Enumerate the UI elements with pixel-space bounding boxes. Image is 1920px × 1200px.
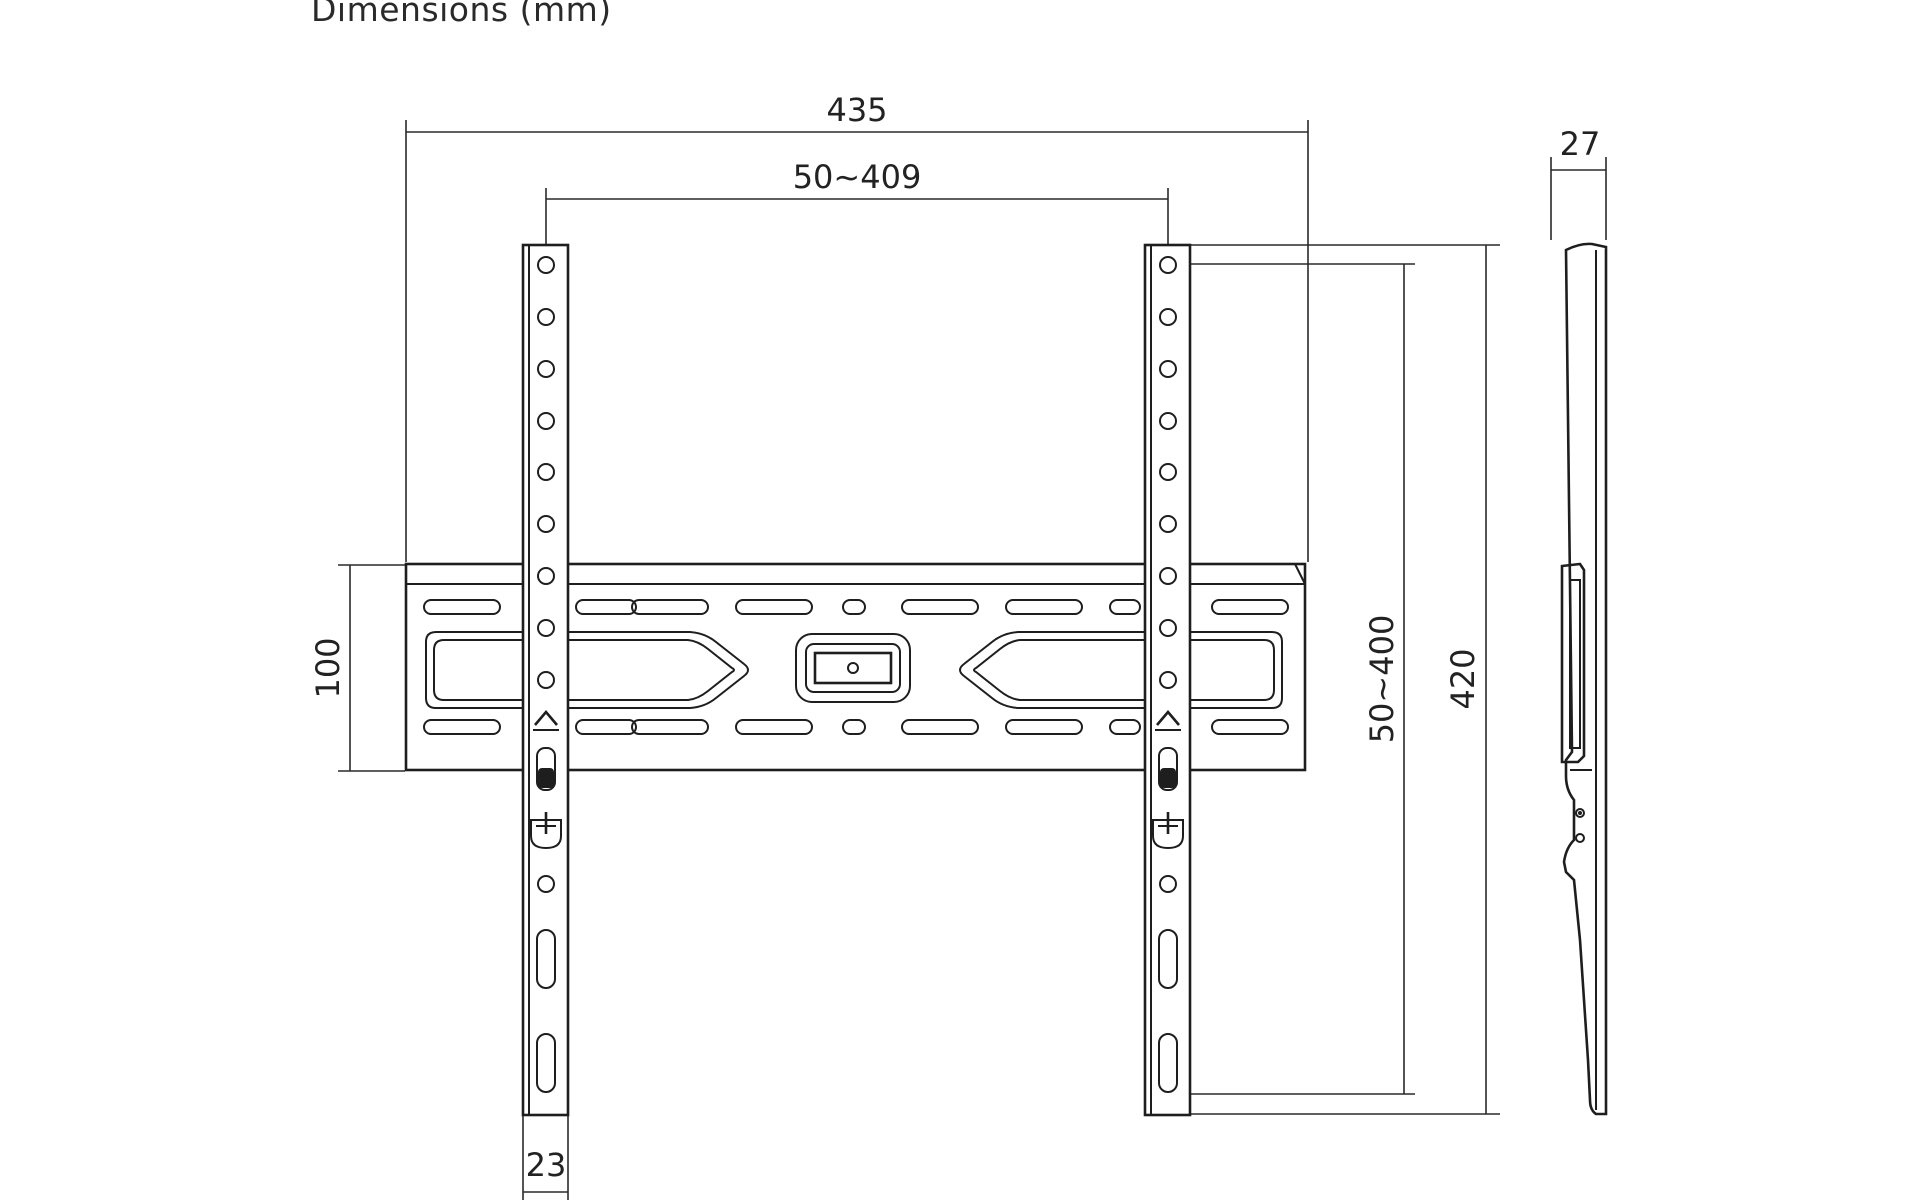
right-mounting-arm: [1143, 243, 1192, 1117]
dimension-lines: [338, 120, 1607, 1200]
left-mounting-arm: [521, 243, 570, 1117]
page-title: Dimensions (mm): [311, 0, 612, 29]
dim-arm-width: 23: [526, 1146, 567, 1184]
dim-depth: 27: [1560, 125, 1601, 163]
dim-vesa-horizontal: 50~409: [793, 158, 922, 196]
dim-vesa-vertical: 50~400: [1363, 615, 1401, 744]
dim-overall-height: 420: [1444, 648, 1482, 709]
dim-rail-height: 100: [309, 637, 347, 698]
dim-overall-width: 435: [826, 91, 887, 129]
side-view-profile: [1560, 242, 1608, 1116]
